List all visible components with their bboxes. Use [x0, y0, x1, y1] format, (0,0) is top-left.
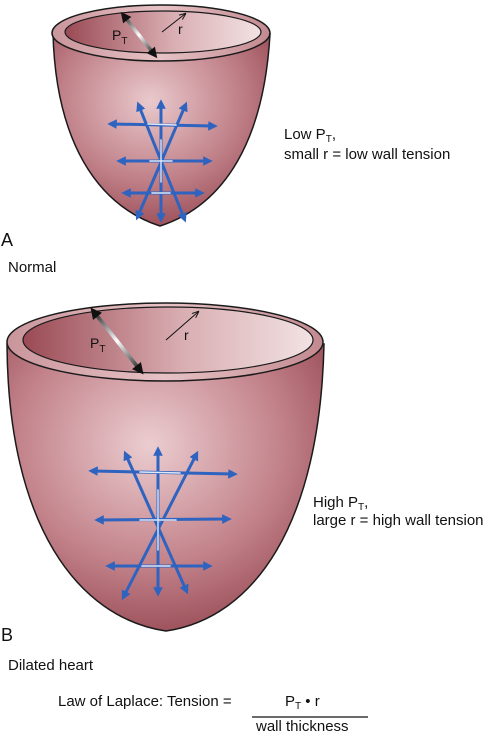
normal-heart: PT r: [51, 4, 271, 227]
equation-numerator: PT • r: [285, 693, 320, 712]
normal-radius-arrow: [161, 14, 185, 33]
panel-a-caption: Normal: [8, 259, 57, 276]
dilated-heart-cavity: [22, 306, 314, 374]
panel-a-letter: A: [1, 230, 14, 250]
dilated-heart: PT r: [6, 302, 325, 632]
equation-denominator: wall thickness: [256, 718, 349, 735]
dilated-r-label: r: [184, 327, 189, 343]
panel-a-description-line1: Low PT,: [284, 126, 336, 145]
dilated-heart-body: [6, 343, 325, 632]
panel-b-description-line2: large r = high wall tension: [313, 512, 484, 529]
panel-b-letter: B: [1, 625, 14, 645]
normal-pt-arrow: [120, 11, 158, 59]
dilated-radius-arrow: [165, 312, 198, 341]
normal-pt-label: PT: [112, 27, 127, 47]
panel-b-caption: Dilated heart: [8, 657, 94, 674]
panel-b-description-line1: High PT,: [313, 494, 369, 513]
dilated-tension-arrow: [121, 450, 199, 601]
dilated-pt-arrow: [90, 307, 144, 375]
normal-r-label: r: [178, 21, 183, 37]
dilated-pt-label: PT: [90, 335, 105, 355]
dilated-arrow-highlight: [139, 471, 181, 567]
normal-heart-cavity: [64, 10, 262, 54]
normal-arrow-highlight: [147, 123, 177, 194]
equation-lhs: Law of Laplace: Tension =: [58, 693, 232, 710]
panel-a-description-line2: small r = low wall tension: [284, 146, 451, 163]
